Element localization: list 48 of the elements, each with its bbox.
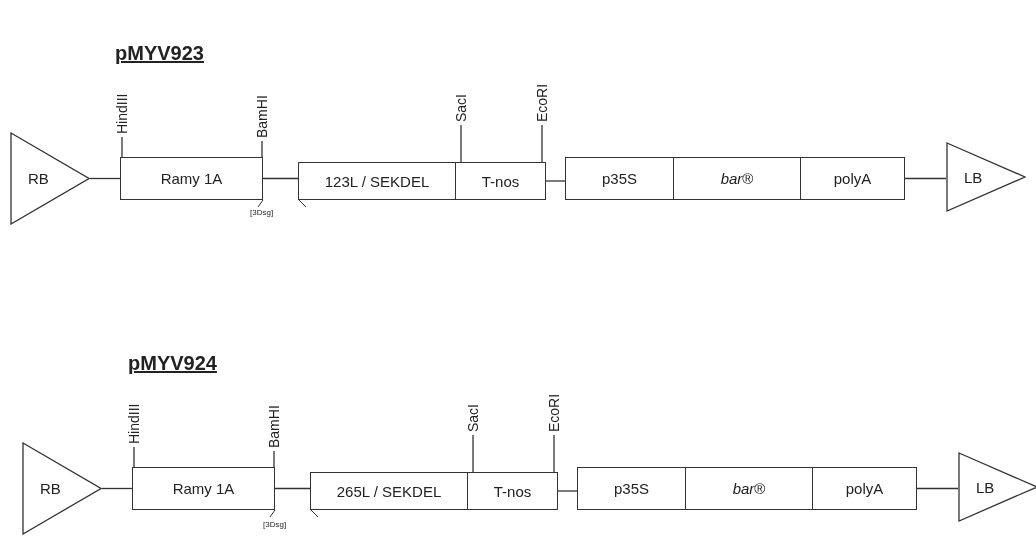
border-sequence-triangle bbox=[946, 142, 1026, 212]
restriction-site-label: EcoRI bbox=[534, 83, 550, 122]
backbone-line bbox=[545, 180, 566, 182]
backbone-line bbox=[101, 487, 133, 490]
leader-line bbox=[472, 434, 474, 473]
restriction-site-label: SacI bbox=[465, 404, 481, 432]
gene-segment-box: p35S bbox=[565, 157, 674, 200]
restriction-site-label: BamHI bbox=[254, 95, 270, 138]
leader-line bbox=[121, 136, 123, 158]
backbone-line bbox=[89, 177, 121, 180]
restriction-site-label: SacI bbox=[453, 94, 469, 122]
leader-line bbox=[273, 450, 275, 468]
gene-segment-box: Ramy 1A bbox=[132, 467, 275, 510]
leader-line bbox=[133, 446, 135, 468]
construct-title: pMYV924 bbox=[128, 352, 217, 375]
border-sequence-triangle bbox=[22, 442, 102, 535]
gene-segment-box: bar® bbox=[673, 157, 801, 200]
backbone-line bbox=[557, 490, 578, 492]
gene-segment-box: polyA bbox=[812, 467, 917, 510]
gene-segment-box: 265L / SEKDEL bbox=[310, 472, 468, 510]
restriction-site-label: HindIII bbox=[114, 93, 130, 134]
junction-label: [3Dsg] bbox=[250, 208, 274, 217]
leader-line bbox=[261, 140, 263, 158]
gene-segment-box: T-nos bbox=[467, 472, 558, 510]
border-sequence-triangle bbox=[10, 132, 90, 225]
restriction-site-label: HindIII bbox=[126, 403, 142, 444]
restriction-site-label: EcoRI bbox=[546, 393, 562, 432]
element-label: LB bbox=[976, 478, 995, 496]
gene-segment-box: p35S bbox=[577, 467, 686, 510]
backbone-line bbox=[274, 487, 311, 490]
backbone-line bbox=[904, 177, 947, 180]
backbone-line bbox=[916, 487, 959, 490]
element-label: LB bbox=[964, 168, 983, 186]
leader-line bbox=[553, 434, 555, 473]
construct-title: pMYV923 bbox=[115, 42, 204, 65]
leader-line bbox=[541, 124, 543, 163]
restriction-site-label: BamHI bbox=[266, 405, 282, 448]
gene-segment-box: 123L / SEKDEL bbox=[298, 162, 456, 200]
gene-segment-box: T-nos bbox=[455, 162, 546, 200]
element-label: RB bbox=[28, 170, 49, 187]
border-sequence-triangle bbox=[958, 452, 1036, 522]
junction-label: [3Dsg] bbox=[263, 520, 287, 529]
backbone-line bbox=[262, 177, 299, 180]
gene-segment-box: bar® bbox=[685, 467, 813, 510]
leader-line bbox=[460, 124, 462, 163]
gene-segment-box: polyA bbox=[800, 157, 905, 200]
element-label: RB bbox=[40, 480, 61, 497]
gene-segment-box: Ramy 1A bbox=[120, 157, 263, 200]
